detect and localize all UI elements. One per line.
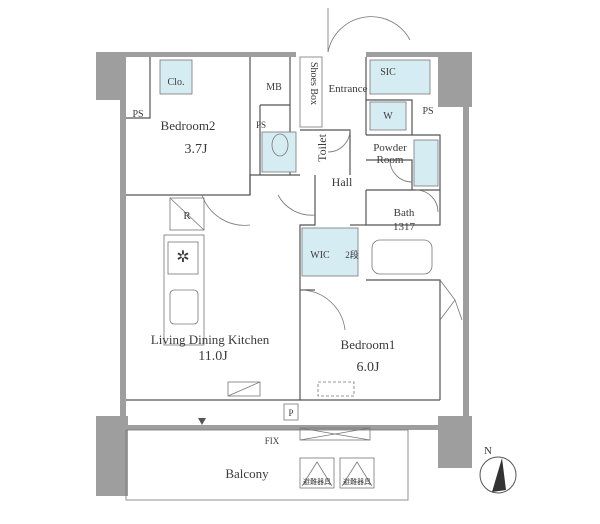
kitchen-counter	[163, 234, 205, 346]
refrigerator-label: R	[183, 210, 191, 222]
column-top-left	[96, 52, 126, 100]
ps-left-label: PS	[132, 109, 143, 120]
entrance-label: Entrance	[328, 83, 367, 95]
wall-right	[463, 107, 469, 416]
closet-label: Clo.	[168, 77, 185, 88]
wall-left	[120, 100, 126, 416]
ps-toilet-label: PS	[256, 120, 266, 130]
toilet-label: Toilet	[315, 133, 329, 161]
evac-tag-right: 避難器具	[343, 477, 371, 486]
toilet-bowl	[271, 133, 289, 157]
storage-wic	[301, 227, 359, 277]
cooktop-burners-icon: ✲	[176, 249, 189, 266]
kitchen-sink	[169, 289, 199, 325]
bed-placeholder	[317, 381, 355, 397]
sic-label: SIC	[380, 67, 396, 78]
bath-label: Bath	[394, 207, 415, 219]
evac-hatch-left-icon	[301, 461, 333, 487]
wic-shelf-label: 2段	[345, 249, 359, 260]
door-swings	[201, 8, 463, 331]
column-bottom-left	[96, 416, 128, 496]
bedroom2-size: 3.7J	[185, 142, 209, 157]
storage-sic	[369, 59, 431, 95]
balcony-area	[125, 429, 409, 501]
wall-top-left	[126, 52, 296, 57]
bedroom1-name: Bedroom1	[341, 337, 396, 352]
closet-bedroom2	[159, 59, 193, 95]
wall-top-right	[366, 52, 438, 57]
cooktop	[167, 241, 199, 275]
column-bottom-right	[438, 416, 472, 468]
bath-size: 1317	[393, 221, 416, 233]
washer-space	[369, 101, 407, 131]
entry-marker-icon	[198, 418, 206, 425]
shoes-box	[299, 56, 323, 128]
powder-room-label-2: Room	[377, 154, 404, 166]
p-label: P	[288, 408, 293, 418]
powder-room-label-1: Powder	[373, 142, 407, 154]
toilet-room-fill	[261, 131, 297, 173]
bedroom2-name: Bedroom2	[161, 118, 216, 133]
mb-label: MB	[266, 82, 282, 93]
north-compass: N	[479, 445, 517, 494]
compass-label: N	[484, 445, 492, 457]
evac-hatch-right	[339, 457, 375, 489]
fix-label: FIX	[265, 436, 280, 446]
evac-tag-left: 避難器具	[303, 477, 331, 486]
ldk-name: Living Dining Kitchen	[151, 332, 270, 347]
ps-right-label: PS	[422, 106, 433, 117]
wall-bottom	[126, 425, 438, 430]
refrigerator-space	[169, 197, 205, 231]
p-box	[283, 403, 299, 421]
dining-table-placeholder	[227, 381, 261, 397]
powder-vanity	[413, 139, 439, 187]
ldk-size: 11.0J	[198, 349, 228, 364]
evac-hatch-left	[299, 457, 335, 489]
washer-label: W	[383, 111, 393, 122]
column-top-right	[438, 52, 472, 107]
compass-arrow-icon	[492, 458, 506, 492]
balcony-label: Balcony	[225, 466, 269, 481]
balcony-window-fix	[299, 427, 371, 441]
wic-label: WIC	[310, 250, 330, 261]
bathtub	[371, 239, 433, 275]
hall-label: Hall	[332, 175, 353, 189]
evac-hatch-right-icon	[341, 461, 373, 487]
bedroom1-size: 6.0J	[357, 360, 381, 375]
shoes-box-label: Shoes Box	[308, 62, 319, 105]
